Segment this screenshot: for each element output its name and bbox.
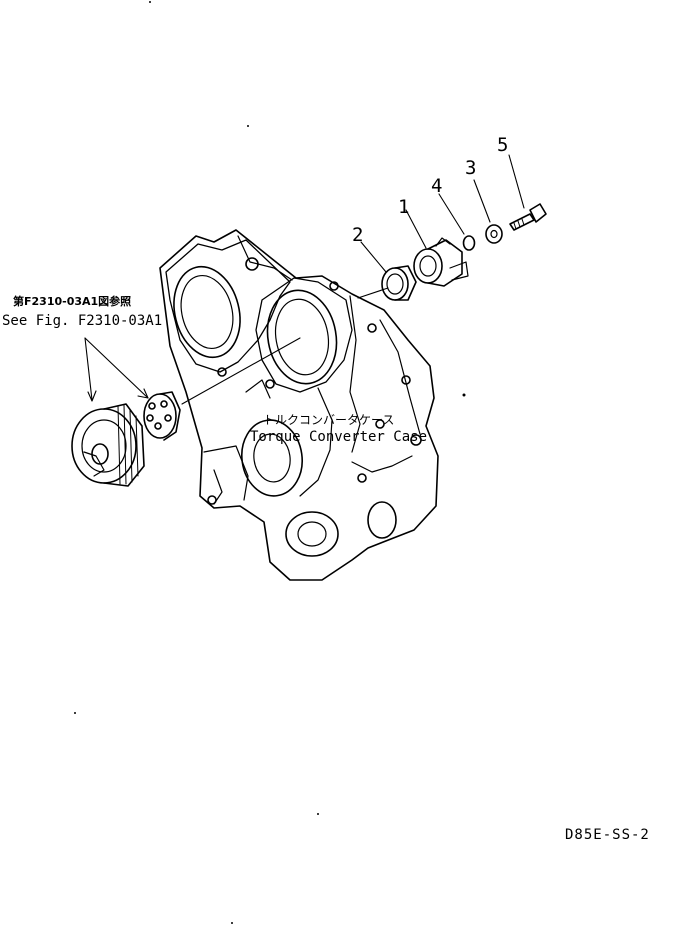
part-1-housing <box>413 237 469 287</box>
planet-carrier-disk <box>143 391 181 441</box>
callout-part-5: 5 <box>497 134 509 156</box>
torque-converter-case <box>159 229 439 581</box>
part-2-bearing <box>381 265 417 301</box>
planetary-carrier-assembly <box>71 403 145 487</box>
reference-note-english: See Fig. F2310-03A1 <box>2 313 163 329</box>
leader-lines <box>84 154 525 405</box>
callout-part-4: 4 <box>431 175 443 197</box>
callout-part-2: 2 <box>352 224 364 246</box>
drawing-code: D85E-SS-2 <box>565 827 650 843</box>
callout-part-1: 1 <box>398 196 410 218</box>
case-label-english: Torque Converter Case <box>250 429 428 445</box>
part-5-bolt <box>509 203 547 231</box>
callout-part-3: 3 <box>465 157 477 179</box>
case-label-japanese: トルクコンバータケース <box>263 413 395 427</box>
reference-note-japanese: 第F2310-03A1図参照 <box>13 295 132 308</box>
part-3-washer <box>485 224 503 244</box>
scan-specks <box>74 1 466 924</box>
part-4-o-ring <box>462 235 476 251</box>
